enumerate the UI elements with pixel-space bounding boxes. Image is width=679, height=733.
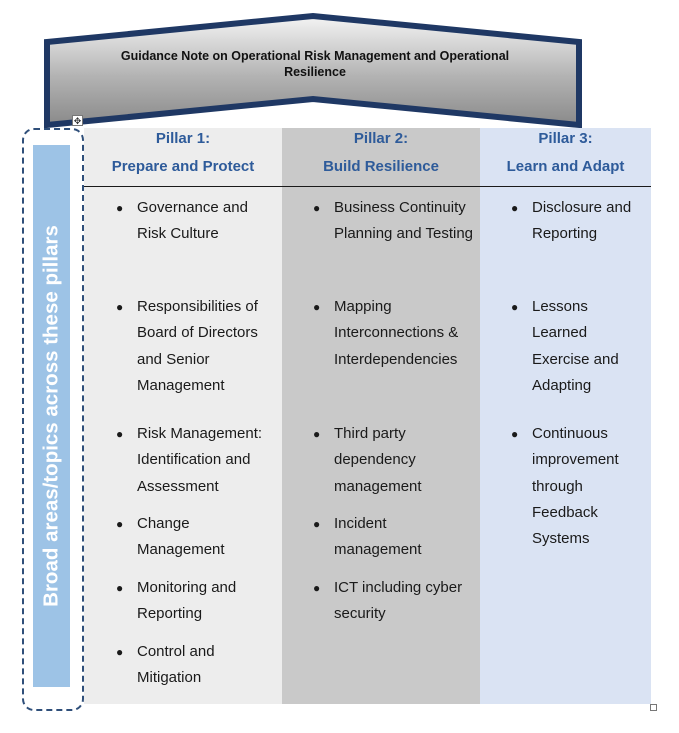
list-item: Change Management [137,515,225,559]
list-item: Risk Management: Identification and Asse… [137,425,263,495]
list-item: Governance and Risk Culture [137,199,248,243]
pillar-3-number: Pillar 3: [538,130,593,147]
header-divider [84,186,651,187]
pillar-3: Pillar 3: Learn and Adapt ● Disclosure a… [480,128,651,704]
list-item: ICT including cyber security [334,579,463,623]
list-item: Third party dependency management [334,425,422,495]
move-handle-icon[interactable]: ✥ [72,115,83,126]
pillar-3-name: Learn and Adapt [506,158,625,175]
bullet-icon: ● [116,645,124,659]
resize-handle-icon[interactable] [650,704,657,711]
list-item: Monitoring and Reporting [137,579,237,623]
bullet-icon: ● [313,201,321,215]
bullet-icon: ● [313,300,321,314]
bullet-icon: ● [116,581,124,595]
roof-banner [44,12,582,129]
list-item: Mapping Interconnections & Interdependen… [334,298,459,368]
list-item: Continuous improvement through Feedback … [532,425,619,548]
side-label: Broad areas/topics across these pillars [39,225,63,607]
bullet-icon: ● [511,427,519,441]
side-label-frame [22,128,84,711]
bullet-icon: ● [313,427,321,441]
pillar-2: Pillar 2: Build Resilience ● Business Co… [282,128,480,704]
list-item: Responsibilities of Board of Directors a… [137,298,258,394]
bullet-icon: ● [511,300,519,314]
bullet-icon: ● [116,517,124,531]
pillar-1-number: Pillar 1: [155,130,211,147]
bullet-icon: ● [511,201,519,215]
pillar-2-name: Build Resilience [323,158,439,175]
list-item: Incident management [334,515,422,559]
pillar-1-name: Prepare and Protect [111,158,255,175]
list-item: Lessons Learned Exercise and Adapting [532,298,619,394]
bullet-icon: ● [116,300,124,314]
list-item: Disclosure and Reporting [532,199,632,243]
bullet-icon: ● [116,427,124,441]
bullet-icon: ● [116,201,124,215]
list-item: Control and Mitigation [137,643,215,687]
pillar-1: Pillar 1: Prepare and Protect ● Governan… [84,128,282,704]
pillar-2-number: Pillar 2: [353,130,409,147]
list-item: Business Continuity Planning and Testing [334,199,473,243]
page-title: Guidance Note on Operational Risk Manage… [120,49,510,79]
bullet-icon: ● [313,581,321,595]
bullet-icon: ● [313,517,321,531]
side-label-box [33,145,70,687]
